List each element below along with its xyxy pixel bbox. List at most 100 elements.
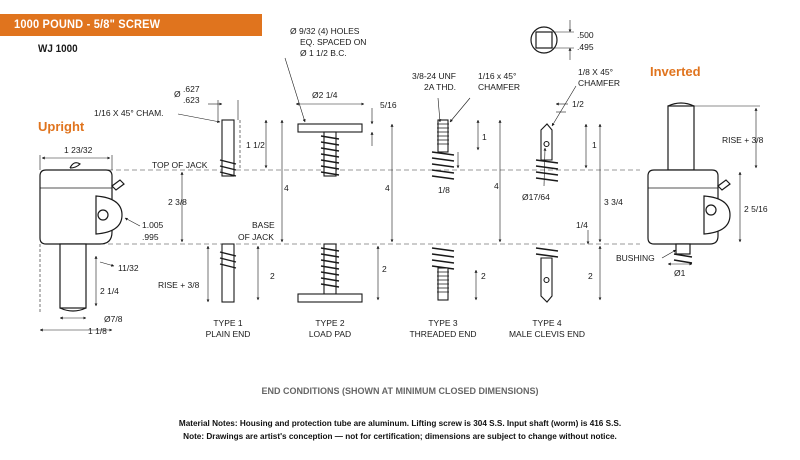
label-cham116-2: CHAMFER <box>478 82 520 92</box>
upright-label: Upright <box>38 119 85 134</box>
type1-plain-end <box>219 119 237 303</box>
label-1-12: 1 1/2 <box>246 140 265 150</box>
inverted-tube-end <box>667 102 695 107</box>
leader-11-32 <box>99 261 115 267</box>
leader-1005 <box>124 217 141 227</box>
label-17-64: Ø17/64 <box>522 192 550 202</box>
inverted-protection-tube <box>667 105 695 171</box>
type3-desc: THREADED END <box>409 329 476 339</box>
label-half: 1/2 <box>572 99 584 109</box>
label-bushing: BUSHING <box>616 253 655 263</box>
label-7-8: Ø7/8 <box>104 314 123 324</box>
inverted-input-shaft-hole <box>705 204 717 216</box>
reference-lines <box>60 169 640 245</box>
label-4-type3: 4 <box>494 181 499 191</box>
label-base-1: BASE <box>252 220 275 230</box>
label-1-4: 1/4 <box>576 220 588 230</box>
upright-housing <box>39 169 113 245</box>
leader-holes <box>284 57 306 123</box>
label-cham18-1: 1/8 X 45° <box>578 67 613 77</box>
label-500: .500 <box>577 30 594 40</box>
label-2-14b: 2 1/4 <box>100 286 119 296</box>
leader-cham <box>177 113 221 123</box>
label-2-14: Ø2 1/4 <box>312 90 338 100</box>
label-top-of-jack: TOP OF JACK <box>152 160 208 170</box>
inverted-label: Inverted <box>650 64 701 79</box>
inverted-screw-stub <box>673 253 693 264</box>
type1-desc: PLAIN END <box>206 329 251 339</box>
label-495: .495 <box>577 42 594 52</box>
inverted-grease-fitting <box>717 179 731 191</box>
disclaimer-note: Note: Drawings are artist's conception —… <box>183 432 617 441</box>
type2-bottom-thread <box>320 247 340 288</box>
inverted-housing <box>647 169 719 245</box>
type3-name: TYPE 3 <box>428 318 458 328</box>
label-3-34: 3 3/4 <box>604 197 623 207</box>
leader-17-64 <box>543 147 547 187</box>
upright-worm-boss <box>95 195 123 235</box>
type-captions: TYPE 1 PLAIN END TYPE 2 LOAD PAD TYPE 3 … <box>206 318 585 339</box>
label-rise-left: RISE + 3/8 <box>158 280 200 290</box>
dimension-lines <box>39 57 760 332</box>
header-title: 1000 POUND - 5/8" SCREW <box>14 17 161 31</box>
label-holes-1: Ø 9/32 (4) HOLES <box>290 26 360 36</box>
model-number: WJ 1000 <box>38 43 78 55</box>
type3-bottom-screw-thread <box>431 247 455 270</box>
leader-unf <box>437 97 442 123</box>
type4-bottom-screw-thread <box>535 247 559 258</box>
type3-bottom-stud-thread <box>437 271 449 293</box>
header-bar: 1000 POUND - 5/8" SCREW <box>0 14 262 36</box>
type1-top-rod <box>221 119 235 177</box>
label-2-type3: 2 <box>481 271 486 281</box>
dimension-labels: Ø 9/32 (4) HOLES EQ. SPACED ON Ø 1 1/2 B… <box>64 26 768 336</box>
label-dia-sym: Ø <box>174 89 181 99</box>
material-note: Material Notes: Housing and protection t… <box>178 419 622 428</box>
label-cham116-1: 1/16 x 45° <box>478 71 516 81</box>
label-rise-right: RISE + 3/8 <box>722 135 764 145</box>
type4-desc: MALE CLEVIS END <box>509 329 585 339</box>
label-1-type3: 1 <box>482 132 487 142</box>
label-2-38: 2 3/8 <box>168 197 187 207</box>
type2-top-thread <box>320 135 340 176</box>
leader-bushing <box>661 249 677 259</box>
shaft-square <box>535 31 553 49</box>
label-1-23-32: 1 23/32 <box>64 145 93 155</box>
type4-top-pin-hole <box>543 140 550 148</box>
label-1-8: 1/8 <box>438 185 450 195</box>
label-1-type4: 1 <box>592 140 597 150</box>
type4-bottom-pin-hole <box>543 276 550 284</box>
type2-name: TYPE 2 <box>315 318 345 328</box>
leader-chamfer-116 <box>449 97 471 123</box>
label-2-type4: 2 <box>588 271 593 281</box>
type2-top-pad <box>297 123 363 133</box>
label-holes-3: Ø 1 1/2 B.C. <box>300 48 347 58</box>
label-1-18: 1 1/8 <box>88 326 107 336</box>
label-1005: 1.005 <box>142 220 164 230</box>
type4-top-screw-thread <box>535 159 559 182</box>
label-dia1: Ø1 <box>674 268 686 278</box>
label-4-type1: 4 <box>284 183 289 193</box>
leader-chamfer-18 <box>551 85 577 127</box>
upright-jack <box>39 162 125 312</box>
inverted-worm-boss <box>703 195 731 235</box>
label-holes-2: EQ. SPACED ON <box>300 37 366 47</box>
label-2-516: 2 5/16 <box>744 204 768 214</box>
upright-grease-fitting <box>111 179 125 191</box>
upright-protection-tube <box>59 243 87 309</box>
type4-name: TYPE 4 <box>532 318 562 328</box>
label-cham18-2: CHAMFER <box>578 78 620 88</box>
label-995: .995 <box>142 232 159 242</box>
type4-clevis-end <box>535 123 559 303</box>
type2-bottom-pad <box>297 293 363 303</box>
label-11-32: 11/32 <box>118 263 139 273</box>
label-unf-1: 3/8-24 UNF <box>412 71 456 81</box>
label-unf-2: 2A THD. <box>424 82 456 92</box>
type3-top-screw-thread <box>431 151 455 180</box>
upright-tube-end <box>59 307 87 312</box>
type1-name: TYPE 1 <box>213 318 243 328</box>
label-623: .623 <box>183 95 200 105</box>
upright-input-shaft-hole <box>97 209 109 221</box>
label-base-2: OF JACK <box>238 232 274 242</box>
type1-bottom-thread <box>219 251 237 269</box>
